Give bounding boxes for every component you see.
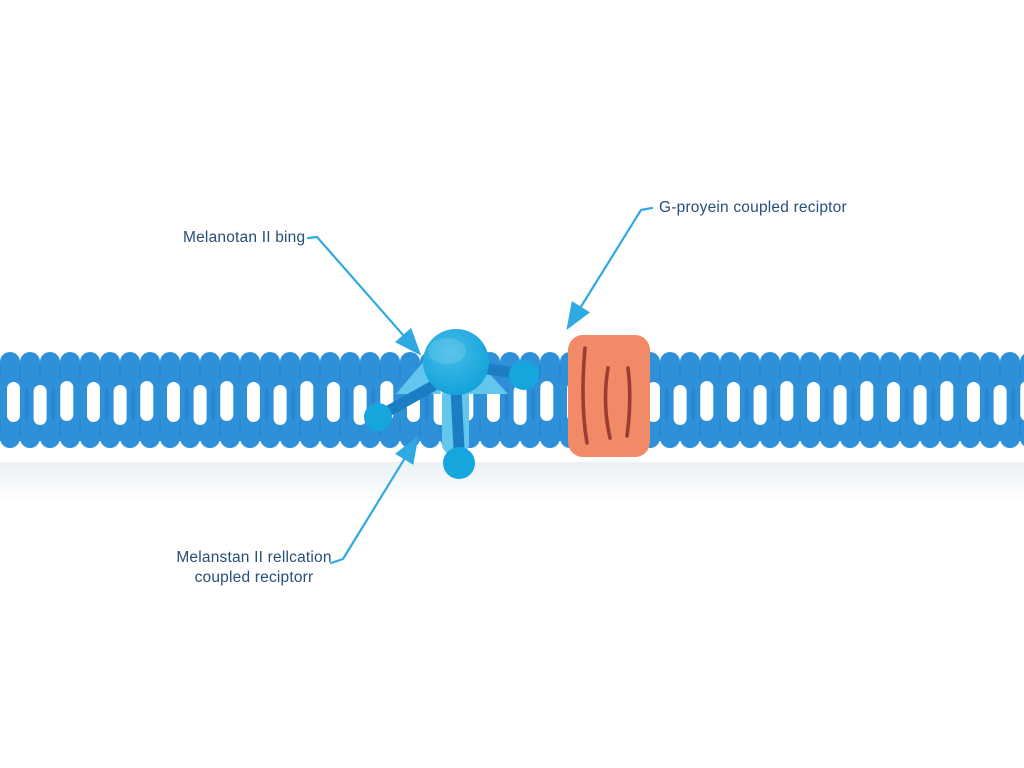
receptor-channel-line <box>581 346 589 445</box>
receptor-label-line1: Melanstan II rellcation <box>176 549 332 566</box>
bond-bottom <box>450 384 465 455</box>
cell-membrane <box>0 348 1024 452</box>
ligand-sphere-right <box>509 360 539 390</box>
gpcr-label: G-proyein coupled reciptor <box>659 199 847 216</box>
receptor-channel-line <box>625 366 632 438</box>
gpcr-receptor <box>568 335 650 457</box>
ligand-sphere-left <box>364 403 392 431</box>
sphere-highlight <box>428 338 466 364</box>
receptor-label-line2: coupled reciptorr <box>194 569 314 586</box>
receptor-label: Melanstan II rellcation coupled reciptor… <box>156 548 352 588</box>
membrane-shadow <box>0 462 1024 504</box>
ligand-leader-line <box>306 235 422 356</box>
ligand-sphere-large <box>423 329 489 395</box>
gpcr-leader-line <box>566 206 654 331</box>
ligand-sphere-bottom <box>443 447 475 479</box>
receptor-channel-line <box>603 366 612 440</box>
receptor-leader-line <box>329 435 419 565</box>
ligand-molecule <box>364 329 539 479</box>
ligand-label: Melanotan II bing <box>183 229 306 246</box>
leader-lines <box>306 206 654 565</box>
